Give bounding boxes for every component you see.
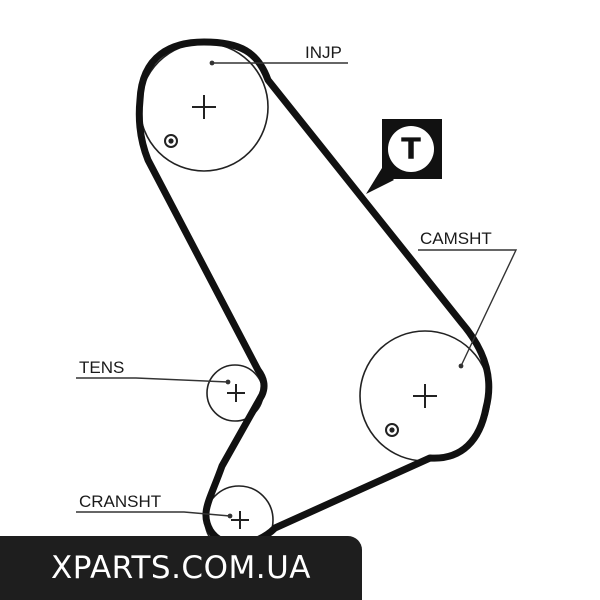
label-cransht: CRANSHT bbox=[79, 492, 161, 511]
tens-center-cross bbox=[227, 384, 245, 402]
camsht-center-cross bbox=[413, 384, 437, 408]
leader-lines bbox=[76, 60, 518, 519]
tensioner-badge: T bbox=[366, 119, 442, 194]
badge-letter: T bbox=[401, 132, 421, 166]
timing-marks bbox=[164, 134, 399, 437]
watermark-text: XPARTS.COM.UA bbox=[51, 550, 311, 586]
injp-center-cross bbox=[192, 95, 216, 119]
label-camsht: CAMSHT bbox=[420, 229, 492, 248]
watermark-banner: XPARTS.COM.UA bbox=[0, 536, 362, 600]
camsht-timing-mark bbox=[385, 423, 399, 437]
badge-circle bbox=[388, 126, 434, 172]
tens-leader bbox=[76, 377, 229, 383]
timing-belt bbox=[135, 38, 493, 548]
cransht-leader bbox=[76, 511, 231, 517]
cransht-center-cross bbox=[231, 511, 249, 529]
injp-timing-mark bbox=[164, 134, 178, 148]
center-marks bbox=[192, 95, 437, 529]
camsht-leader bbox=[418, 249, 518, 367]
label-tens: TENS bbox=[79, 358, 124, 377]
label-injp: INJP bbox=[305, 43, 342, 62]
